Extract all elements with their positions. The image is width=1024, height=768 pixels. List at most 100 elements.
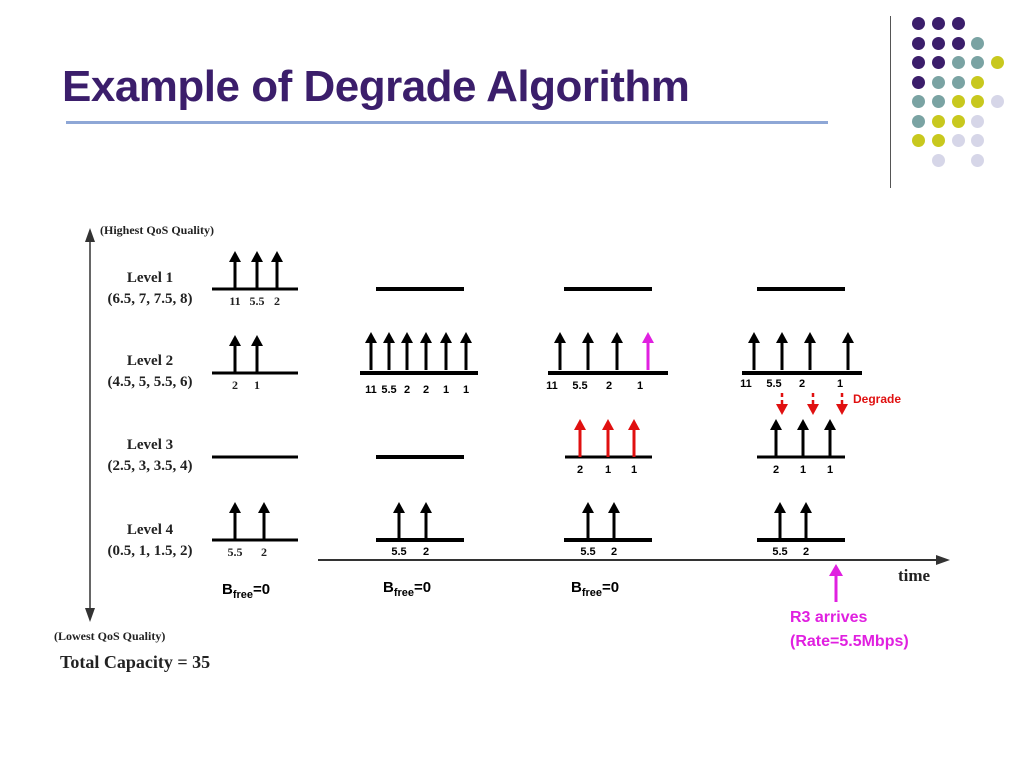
col-2-level-2-arrow-label: 1	[443, 384, 449, 396]
col-3-level-3-arrow-head	[574, 419, 586, 430]
col-3-level-2-arrow-head	[554, 332, 566, 343]
col-3-level-3-arrow-label: 1	[605, 464, 611, 476]
col-2-level-2-arrow-label: 5.5	[381, 384, 396, 396]
decorative-dot	[971, 36, 984, 50]
col-4-level-2-arrow-label: 5.5	[766, 378, 781, 390]
col-2-level-2-arrow-head	[440, 332, 452, 343]
col-4-level-2-arrow-head	[776, 332, 788, 343]
decorative-dot	[912, 75, 925, 89]
col-4-level-4-arrow-head	[800, 502, 812, 513]
level-2-range: (4.5, 5, 5.5, 6)	[108, 374, 193, 390]
col-3-level-2-arrow-label: 11	[546, 380, 558, 392]
bfree-label-2: Bfree=0	[383, 579, 431, 599]
level-4-range: (0.5, 1, 1.5, 2)	[108, 543, 193, 559]
col-2-level-2-arrow-label: 2	[404, 384, 410, 396]
level-4-name: Level 4	[127, 522, 174, 538]
corner-divider	[890, 16, 891, 188]
col-4-level-3-arrow-head	[824, 419, 836, 430]
col-1-level-4-arrow-label: 5.5	[228, 545, 243, 559]
degrade-arrow-1-head	[776, 404, 788, 415]
decorative-dot	[971, 114, 984, 128]
col-4-level-4-arrow-head	[774, 502, 786, 513]
qos-axis-top-head	[85, 228, 95, 242]
col-4-level-2-arrow-label: 1	[837, 378, 843, 390]
col-1-level-4-arrow-label: 2	[261, 545, 267, 559]
col-4-level-3-arrow-head	[770, 419, 782, 430]
col-3-level-4-arrow-head	[582, 502, 594, 513]
col-4-level-2-arrow-head	[748, 332, 760, 343]
col-4-level-3-arrow-label: 1	[800, 464, 806, 476]
col-2-level-2-arrow-label: 2	[423, 384, 429, 396]
col-3-level-4-arrow-head	[608, 502, 620, 513]
col-1-level-1-arrow-head	[229, 251, 241, 262]
degrade-arrow-2-head	[807, 404, 819, 415]
col-2-level-2-arrow-head	[460, 332, 472, 343]
arrival-line-1: R3 arrives	[790, 609, 867, 626]
decorative-dot	[971, 95, 984, 108]
col-2-level-2-arrow-label: 11	[365, 384, 377, 396]
level-3-range: (2.5, 3, 3.5, 4)	[108, 458, 193, 474]
arrival-arrow-head	[829, 564, 843, 576]
decorative-dot	[952, 36, 965, 50]
decorative-dot	[912, 56, 925, 69]
decorative-dot	[991, 95, 1004, 108]
bfree-label-1: Bfree=0	[222, 581, 270, 601]
decorative-dot	[971, 153, 984, 167]
col-1-level-1-arrow-label: 11	[229, 294, 240, 308]
col-4-level-3-arrow-head	[797, 419, 809, 430]
col-2-level-4-arrow-head	[393, 502, 405, 513]
decorative-dot	[912, 36, 925, 50]
decorative-dot	[932, 36, 945, 50]
axis-top-label: (Highest QoS Quality)	[100, 223, 214, 237]
col-2-level-2-arrow-head	[420, 332, 432, 343]
axis-bottom-label: (Lowest QoS Quality)	[54, 629, 165, 643]
col-3-level-2-arrow-label: 2	[606, 380, 612, 392]
decorative-dot	[912, 17, 925, 30]
col-3-level-2-arrow-head	[582, 332, 594, 343]
col-3-level-4-arrow-label: 5.5	[580, 546, 595, 558]
col-1-level-2-arrow-head	[251, 335, 263, 346]
decorative-dot	[952, 75, 965, 89]
degrade-label: Degrade	[853, 392, 901, 406]
col-4-level-2-arrow-label: 11	[740, 378, 752, 390]
decorative-dot	[952, 114, 965, 128]
col-2-level-4-arrow-head	[420, 502, 432, 513]
col-3-level-2-arrow-head	[611, 332, 623, 343]
decorative-dot	[971, 134, 984, 147]
decorative-dot	[971, 75, 984, 89]
col-2-level-4-arrow-label: 2	[423, 546, 429, 558]
col-1-level-1-arrow-head	[271, 251, 283, 262]
decorative-dot	[912, 95, 925, 108]
decorative-dot	[952, 17, 965, 30]
col-4-level-2-arrow-head	[804, 332, 816, 343]
time-axis-head	[936, 555, 950, 565]
col-3-level-2-arrow-label: 5.5	[572, 380, 587, 392]
qos-axis-bottom-head	[85, 608, 95, 622]
col-3-level-3-arrow-label: 2	[577, 464, 583, 476]
col-1-level-4-arrow-head	[229, 502, 241, 513]
col-1-level-1-arrow-label: 5.5	[250, 294, 265, 308]
col-1-level-4-arrow-head	[258, 502, 270, 513]
arrival-line-2: (Rate=5.5Mbps)	[790, 633, 909, 650]
col-3-level-3-arrow-head	[602, 419, 614, 430]
title-underline	[66, 121, 828, 124]
col-3-level-2-arrow-label: 1	[637, 380, 643, 392]
col-1-level-2-arrow-head	[229, 335, 241, 346]
col-2-level-2-arrow-head	[383, 332, 395, 343]
col-4-level-4-arrow-label: 2	[803, 546, 809, 558]
level-2-name: Level 2	[127, 353, 173, 369]
decorative-dot	[952, 56, 965, 69]
col-4-level-2-arrow-head	[842, 332, 854, 343]
col-3-level-4-arrow-label: 2	[611, 546, 617, 558]
col-1-level-1-arrow-head	[251, 251, 263, 262]
decorative-dot	[912, 134, 925, 147]
col-4-level-3-arrow-label: 2	[773, 464, 779, 476]
col-4-level-4-arrow-label: 5.5	[772, 546, 787, 558]
col-1-level-1-arrow-label: 2	[274, 294, 280, 308]
col-2-level-4-arrow-label: 5.5	[391, 546, 406, 558]
level-1-name: Level 1	[127, 270, 173, 286]
decorative-dot	[932, 114, 945, 128]
decorative-dot	[932, 56, 945, 69]
decorative-dot	[932, 153, 945, 167]
